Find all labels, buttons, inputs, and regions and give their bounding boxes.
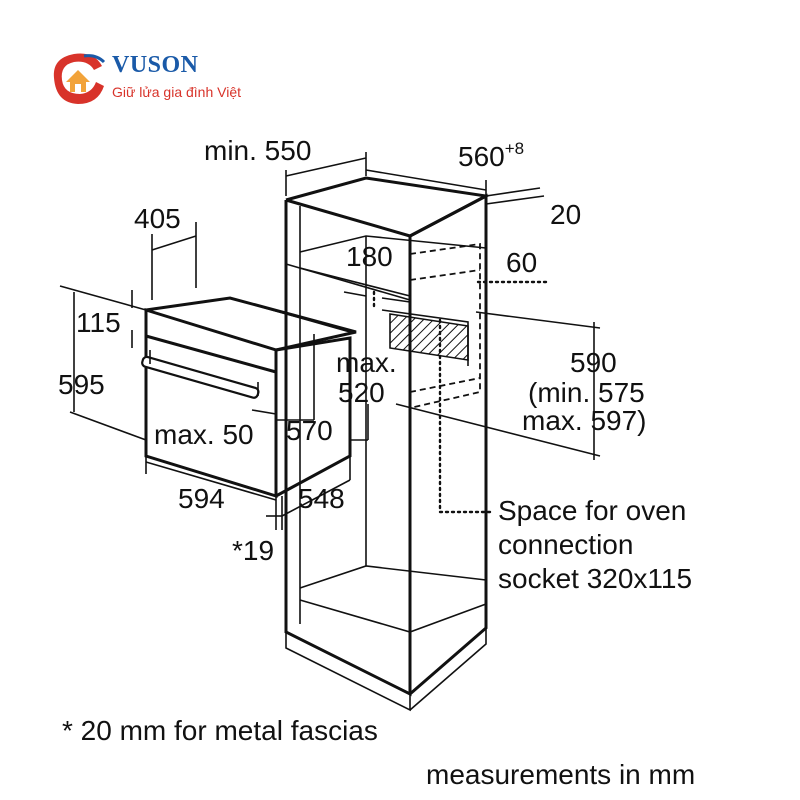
label-star-19: *19 [232, 535, 274, 566]
label-590: 590 [570, 347, 617, 378]
house-flame-logo-icon [53, 53, 106, 104]
socket-note-line3: socket 320x115 [498, 563, 692, 594]
label-595: 595 [58, 369, 105, 400]
brand-slogan: Giữ lửa gia đình Việt [112, 84, 242, 100]
brand-logo: VUSON Giữ lửa gia đình Việt [44, 48, 294, 112]
footnote: * 20 mm for metal fascias [62, 715, 378, 746]
label-594: 594 [178, 483, 225, 514]
label-max-50: max. 50 [154, 419, 254, 450]
label-60: 60 [506, 247, 537, 278]
connection-socket [381, 309, 469, 366]
cabinet [284, 176, 491, 712]
dimension-labels: min. 550 560+8 20 180 60 590 (min. 575 m… [58, 135, 647, 566]
label-min-575: (min. 575 [528, 377, 645, 408]
label-570: 570 [286, 415, 333, 446]
oven [141, 296, 357, 499]
socket-note-line1: Space for oven [498, 495, 686, 526]
label-548: 548 [298, 483, 345, 514]
socket-note-line2: connection [498, 529, 633, 560]
units-note: measurements in mm [426, 759, 695, 790]
label-560: 560+8 [458, 139, 524, 172]
socket-callout-leader [438, 318, 494, 514]
label-405: 405 [134, 203, 181, 234]
label-min-550: min. 550 [204, 135, 311, 166]
label-max: max. [336, 347, 397, 378]
socket-note: Space for oven connection socket 320x115 [498, 495, 692, 594]
dimension-lines [59, 152, 601, 530]
label-20: 20 [550, 199, 581, 230]
niche-hidden-lines [409, 242, 481, 409]
label-520: 520 [338, 377, 385, 408]
label-180: 180 [346, 241, 393, 272]
label-max-597: max. 597) [522, 405, 647, 436]
label-115: 115 [76, 307, 121, 338]
brand-name: VUSON [112, 52, 199, 78]
